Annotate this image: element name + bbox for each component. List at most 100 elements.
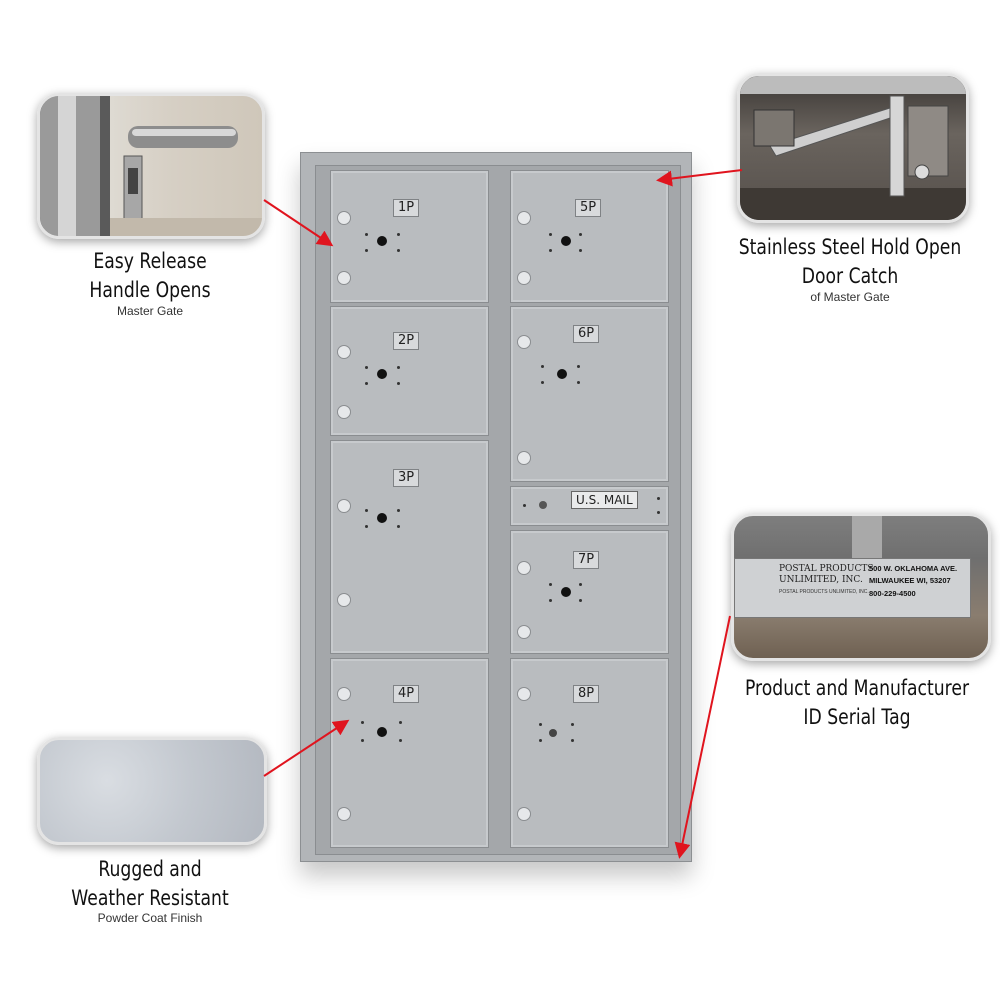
keyhole-icon[interactable] bbox=[377, 513, 387, 523]
hinge-icon bbox=[517, 451, 531, 465]
hinge-icon bbox=[337, 271, 351, 285]
door-label-6p: 6P bbox=[573, 325, 600, 343]
serial-tag-photo: POSTAL PRODUCTS UNLIMITED, INC. POSTAL P… bbox=[731, 513, 991, 661]
rivet-icon bbox=[657, 511, 660, 514]
rivet-icon bbox=[399, 739, 402, 742]
parcel-door-1p[interactable]: 1P bbox=[330, 170, 489, 303]
parcel-door-4p[interactable]: 4P bbox=[330, 658, 489, 848]
handle-subtitle: Master Gate bbox=[116, 304, 184, 318]
rivet-icon bbox=[549, 233, 552, 236]
parcel-door-5p[interactable]: 5P bbox=[510, 170, 669, 303]
rivet-icon bbox=[523, 504, 526, 507]
rivet-icon bbox=[549, 249, 552, 252]
keyhole-icon[interactable] bbox=[539, 501, 547, 509]
hinge-icon bbox=[517, 335, 531, 349]
hinge-icon bbox=[337, 405, 351, 419]
rivet-icon bbox=[577, 365, 580, 368]
rivet-icon bbox=[397, 249, 400, 252]
rivet-icon bbox=[361, 739, 364, 742]
keyhole-icon[interactable] bbox=[377, 236, 387, 246]
powder-coat-photo bbox=[37, 737, 267, 845]
mailbox-unit: 1P 2P 3P bbox=[300, 152, 692, 862]
keyhole-icon[interactable] bbox=[549, 729, 557, 737]
powder-coat-title: Rugged and Weather Resistant bbox=[48, 855, 253, 913]
rivet-icon bbox=[549, 599, 552, 602]
rivet-icon bbox=[549, 583, 552, 586]
handle-title-line-2: Handle Opens bbox=[89, 278, 211, 302]
hinge-icon bbox=[337, 211, 351, 225]
parcel-door-6p[interactable]: 6P bbox=[510, 306, 669, 482]
us-mail-label: U.S. MAIL bbox=[571, 491, 638, 509]
door-label-5p: 5P bbox=[575, 199, 602, 217]
rivet-icon bbox=[579, 599, 582, 602]
hinge-icon bbox=[337, 807, 351, 821]
keyhole-icon[interactable] bbox=[377, 369, 387, 379]
hinge-icon bbox=[517, 625, 531, 639]
hinge-icon bbox=[517, 561, 531, 575]
parcel-door-8p[interactable]: 8P bbox=[510, 658, 669, 848]
serial-tag-phone: 800-229-4500 bbox=[869, 589, 916, 598]
door-catch-subtitle: of Master Gate bbox=[810, 290, 890, 304]
rivet-icon bbox=[539, 739, 542, 742]
serial-tag-hinge bbox=[852, 516, 882, 558]
rivet-icon bbox=[365, 233, 368, 236]
rivet-icon bbox=[399, 721, 402, 724]
door-catch-illustration bbox=[740, 76, 966, 220]
hinge-icon bbox=[337, 687, 351, 701]
rivet-icon bbox=[361, 721, 364, 724]
rivet-icon bbox=[365, 366, 368, 369]
rivet-icon bbox=[579, 249, 582, 252]
serial-tag-company-line-2: UNLIMITED, INC. bbox=[779, 575, 863, 585]
rivet-icon bbox=[571, 739, 574, 742]
door-label-8p: 8P bbox=[573, 685, 600, 703]
hinge-icon bbox=[517, 807, 531, 821]
serial-tag-title-line-2: ID Serial Tag bbox=[803, 705, 911, 729]
rivet-icon bbox=[579, 583, 582, 586]
rivet-icon bbox=[577, 381, 580, 384]
door-label-4p: 4P bbox=[393, 685, 420, 703]
rivet-icon bbox=[365, 249, 368, 252]
hinge-icon bbox=[337, 499, 351, 513]
hinge-icon bbox=[517, 271, 531, 285]
door-label-2p: 2P bbox=[393, 332, 420, 350]
door-catch-photo bbox=[737, 73, 969, 223]
rivet-icon bbox=[571, 723, 574, 726]
door-catch-title-line-2: Door Catch bbox=[801, 264, 899, 288]
powder-coat-subtitle: Powder Coat Finish bbox=[97, 911, 203, 925]
handle-title: Easy Release Handle Opens bbox=[60, 247, 240, 305]
parcel-door-7p[interactable]: 7P bbox=[510, 530, 669, 654]
powder-coat-title-line-2: Weather Resistant bbox=[71, 886, 229, 910]
rivet-icon bbox=[397, 525, 400, 528]
handle-illustration bbox=[40, 96, 262, 236]
keyhole-icon[interactable] bbox=[561, 587, 571, 597]
serial-tag-plate: POSTAL PRODUCTS UNLIMITED, INC. POSTAL P… bbox=[734, 558, 971, 618]
door-label-1p: 1P bbox=[393, 199, 420, 217]
rivet-icon bbox=[397, 382, 400, 385]
serial-tag-title-line-1: Product and Manufacturer bbox=[744, 676, 970, 700]
rivet-icon bbox=[657, 497, 660, 500]
keyhole-icon[interactable] bbox=[561, 236, 571, 246]
keyhole-icon[interactable] bbox=[557, 369, 567, 379]
serial-tag-title: Product and Manufacturer ID Serial Tag bbox=[734, 674, 980, 732]
hinge-icon bbox=[337, 345, 351, 359]
door-catch-title-line-1: Stainless Steel Hold Open bbox=[738, 235, 962, 259]
hinge-icon bbox=[337, 593, 351, 607]
parcel-door-2p[interactable]: 2P bbox=[330, 306, 489, 436]
hinge-icon bbox=[517, 687, 531, 701]
handle-title-line-1: Easy Release bbox=[93, 249, 207, 273]
rivet-icon bbox=[579, 233, 582, 236]
serial-tag-address-line-2: MILWAUKEE WI, 53207 bbox=[869, 576, 951, 585]
mailbox-frame: 1P 2P 3P bbox=[315, 165, 681, 855]
handle-photo bbox=[37, 93, 265, 239]
door-catch-title: Stainless Steel Hold Open Door Catch bbox=[727, 233, 973, 291]
door-label-3p: 3P bbox=[393, 469, 420, 487]
keyhole-icon[interactable] bbox=[377, 727, 387, 737]
rivet-icon bbox=[365, 509, 368, 512]
rivet-icon bbox=[539, 723, 542, 726]
serial-tag-company-line-1: POSTAL PRODUCTS bbox=[779, 564, 874, 574]
rivet-icon bbox=[397, 233, 400, 236]
rivet-icon bbox=[397, 509, 400, 512]
rivet-icon bbox=[365, 382, 368, 385]
parcel-door-3p[interactable]: 3P bbox=[330, 440, 489, 654]
outgoing-mail-slot[interactable]: U.S. MAIL bbox=[510, 486, 669, 526]
